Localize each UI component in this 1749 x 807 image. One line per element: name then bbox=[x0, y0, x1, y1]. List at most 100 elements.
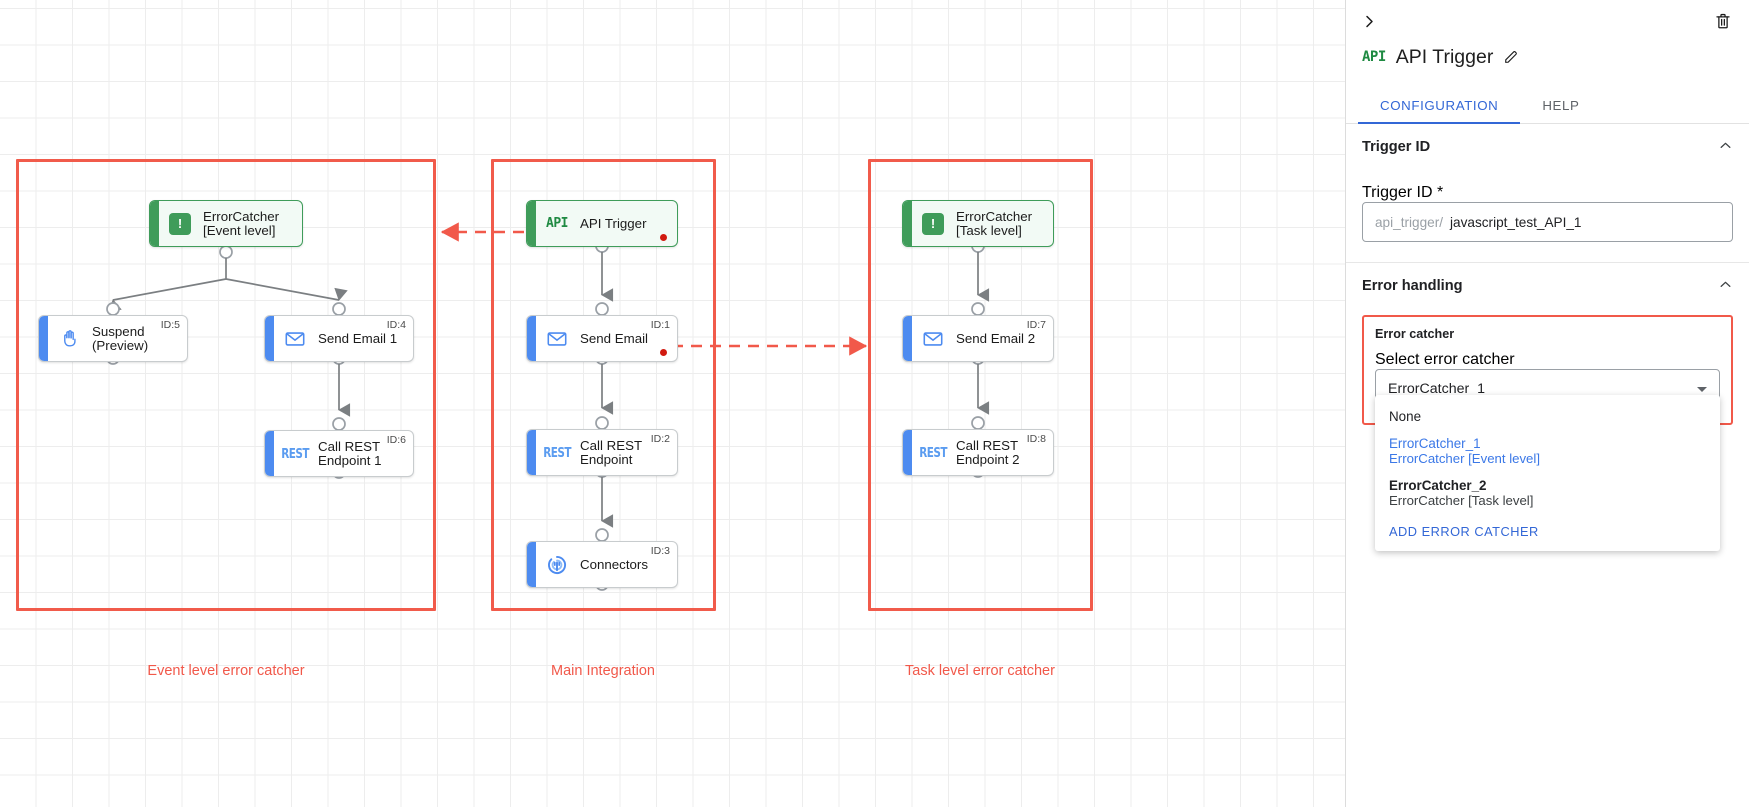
error-indicator-dot bbox=[660, 234, 667, 241]
select-error-catcher-legend: Select error catcher bbox=[1375, 351, 1515, 368]
node-send-email-1[interactable]: Send Email 1 ID:4 bbox=[264, 315, 414, 362]
trigger-id-field-wrap: Trigger ID * api_trigger/ javascript_tes… bbox=[1362, 184, 1733, 242]
node-label: Call REST Endpoint 2 bbox=[956, 438, 1020, 467]
node-id-tag: ID:4 bbox=[386, 319, 406, 331]
dropdown-option-errorcatcher-2[interactable]: ErrorCatcher_2 ErrorCatcher [Task level] bbox=[1375, 472, 1720, 514]
add-error-catcher-button[interactable]: ADD ERROR CATCHER bbox=[1389, 524, 1539, 539]
node-label: Send Email bbox=[580, 330, 648, 346]
option-name: None bbox=[1389, 409, 1422, 424]
panel-header: API API Trigger bbox=[1346, 40, 1749, 74]
node-label: Call REST Endpoint 1 bbox=[318, 439, 382, 468]
envelope-icon bbox=[916, 316, 950, 361]
node-label: API Trigger bbox=[580, 215, 647, 231]
node-suspend[interactable]: Suspend (Preview) ID:5 bbox=[38, 315, 188, 362]
node-label: ErrorCatcher [Task level] bbox=[956, 209, 1033, 238]
envelope-icon bbox=[278, 316, 312, 361]
node-call-rest-endpoint-2[interactable]: REST Call REST Endpoint 2 ID:8 bbox=[902, 429, 1054, 476]
error-indicator-dot bbox=[660, 349, 667, 356]
trigger-id-value: javascript_test_API_1 bbox=[1450, 214, 1582, 230]
node-accent-bar bbox=[903, 316, 912, 361]
rest-icon: REST bbox=[919, 444, 947, 461]
properties-panel: API API Trigger CONFIGURATION HELP Trigg… bbox=[1345, 0, 1749, 807]
error-catcher-icon: ! bbox=[163, 201, 197, 246]
rest-icon: REST bbox=[281, 445, 309, 462]
node-accent-bar bbox=[265, 316, 274, 361]
node-id-tag: ID:6 bbox=[386, 434, 406, 446]
dropdown-option-errorcatcher-1[interactable]: ErrorCatcher_1 ErrorCatcher [Event level… bbox=[1375, 430, 1720, 472]
node-accent-bar bbox=[150, 201, 159, 246]
api-icon: API bbox=[546, 216, 568, 231]
node-accent-bar bbox=[39, 316, 48, 361]
panel-toolbar bbox=[1346, 0, 1749, 40]
section-error-handling-header[interactable]: Error handling bbox=[1362, 263, 1733, 309]
trigger-id-legend: Trigger ID * bbox=[1362, 184, 1444, 201]
node-accent-bar bbox=[903, 430, 912, 475]
api-icon: API bbox=[1362, 49, 1386, 65]
workflow-canvas[interactable]: Event level error catcher Main Integrati… bbox=[0, 0, 1345, 807]
trigger-id-input[interactable]: api_trigger/ javascript_test_API_1 bbox=[1362, 202, 1733, 242]
node-id-tag: ID:1 bbox=[650, 319, 670, 331]
node-label: Send Email 2 bbox=[956, 330, 1036, 346]
trigger-id-prefix: api_trigger/ bbox=[1375, 214, 1444, 230]
pencil-icon[interactable] bbox=[1503, 49, 1519, 65]
option-subtitle: ErrorCatcher [Event level] bbox=[1389, 451, 1540, 466]
rest-icon: REST bbox=[543, 444, 571, 461]
group-label-event-level: Event level error catcher bbox=[147, 663, 305, 679]
chevron-down-icon[interactable] bbox=[1697, 386, 1707, 392]
group-label-task-level: Task level error catcher bbox=[905, 663, 1055, 679]
connectors-icon bbox=[540, 542, 574, 587]
group-box-event-level bbox=[16, 159, 436, 611]
option-name: ErrorCatcher_2 bbox=[1389, 478, 1487, 493]
node-id-tag: ID:8 bbox=[1026, 433, 1046, 445]
section-title: Trigger ID bbox=[1362, 139, 1431, 155]
node-send-email[interactable]: Send Email ID:1 bbox=[526, 315, 678, 362]
selected-value: ErrorCatcher_1 bbox=[1388, 381, 1485, 397]
envelope-icon bbox=[540, 316, 574, 361]
node-call-rest-endpoint[interactable]: REST Call REST Endpoint ID:2 bbox=[526, 429, 678, 476]
node-connectors[interactable]: Connectors ID:3 bbox=[526, 541, 678, 588]
chevron-right-icon[interactable] bbox=[1356, 8, 1382, 34]
node-label: Call REST Endpoint bbox=[580, 438, 643, 467]
node-accent-bar bbox=[527, 316, 536, 361]
node-accent-bar bbox=[903, 201, 912, 246]
node-accent-bar bbox=[527, 430, 536, 475]
error-catcher-group: Error catcher Select error catcher Error… bbox=[1362, 315, 1733, 551]
node-label: Send Email 1 bbox=[318, 330, 398, 346]
node-call-rest-endpoint-1[interactable]: REST Call REST Endpoint 1 ID:6 bbox=[264, 430, 414, 477]
error-catcher-select-wrap: Select error catcher ErrorCatcher_1 None… bbox=[1375, 351, 1720, 551]
node-id-tag: ID:5 bbox=[160, 319, 180, 331]
node-id-tag: ID:2 bbox=[650, 433, 670, 445]
error-catcher-dropdown[interactable]: None ErrorCatcher_1 ErrorCatcher [Event … bbox=[1375, 395, 1720, 551]
chevron-up-icon[interactable] bbox=[1718, 138, 1733, 156]
group-label-main-integration: Main Integration bbox=[551, 663, 655, 679]
group-box-main-integration bbox=[491, 159, 716, 611]
node-accent-bar bbox=[265, 431, 274, 476]
section-trigger-id-header[interactable]: Trigger ID bbox=[1362, 124, 1733, 170]
option-name: ErrorCatcher_1 bbox=[1389, 436, 1481, 451]
tab-help[interactable]: HELP bbox=[1542, 98, 1580, 113]
group-box-task-level bbox=[868, 159, 1093, 611]
hand-suspend-icon bbox=[52, 316, 86, 361]
node-send-email-2[interactable]: Send Email 2 ID:7 bbox=[902, 315, 1054, 362]
panel-tabs: CONFIGURATION HELP bbox=[1346, 90, 1749, 124]
error-catcher-icon: ! bbox=[916, 201, 950, 246]
node-accent-bar bbox=[527, 542, 536, 587]
trash-icon[interactable] bbox=[1711, 9, 1735, 33]
node-accent-bar bbox=[527, 201, 536, 246]
page-title: API Trigger bbox=[1395, 45, 1494, 68]
section-trigger-id: Trigger ID Trigger ID * api_trigger/ jav… bbox=[1346, 124, 1749, 263]
chevron-up-icon[interactable] bbox=[1718, 277, 1733, 295]
node-label: Connectors bbox=[580, 556, 648, 572]
section-title: Error handling bbox=[1362, 278, 1463, 294]
node-id-tag: ID:3 bbox=[650, 545, 670, 557]
node-errorcatcher-task-level[interactable]: ! ErrorCatcher [Task level] bbox=[902, 200, 1054, 247]
tab-configuration[interactable]: CONFIGURATION bbox=[1358, 90, 1521, 124]
node-label: Suspend (Preview) bbox=[92, 324, 149, 353]
node-errorcatcher-event-level[interactable]: ! ErrorCatcher [Event level] bbox=[149, 200, 303, 247]
option-subtitle: ErrorCatcher [Task level] bbox=[1389, 493, 1534, 508]
node-api-trigger[interactable]: API API Trigger bbox=[526, 200, 678, 247]
error-catcher-label: Error catcher bbox=[1375, 327, 1455, 341]
dropdown-option-none[interactable]: None bbox=[1375, 403, 1720, 430]
section-error-handling: Error handling Error catcher Select erro… bbox=[1346, 263, 1749, 551]
node-label: ErrorCatcher [Event level] bbox=[203, 209, 280, 238]
